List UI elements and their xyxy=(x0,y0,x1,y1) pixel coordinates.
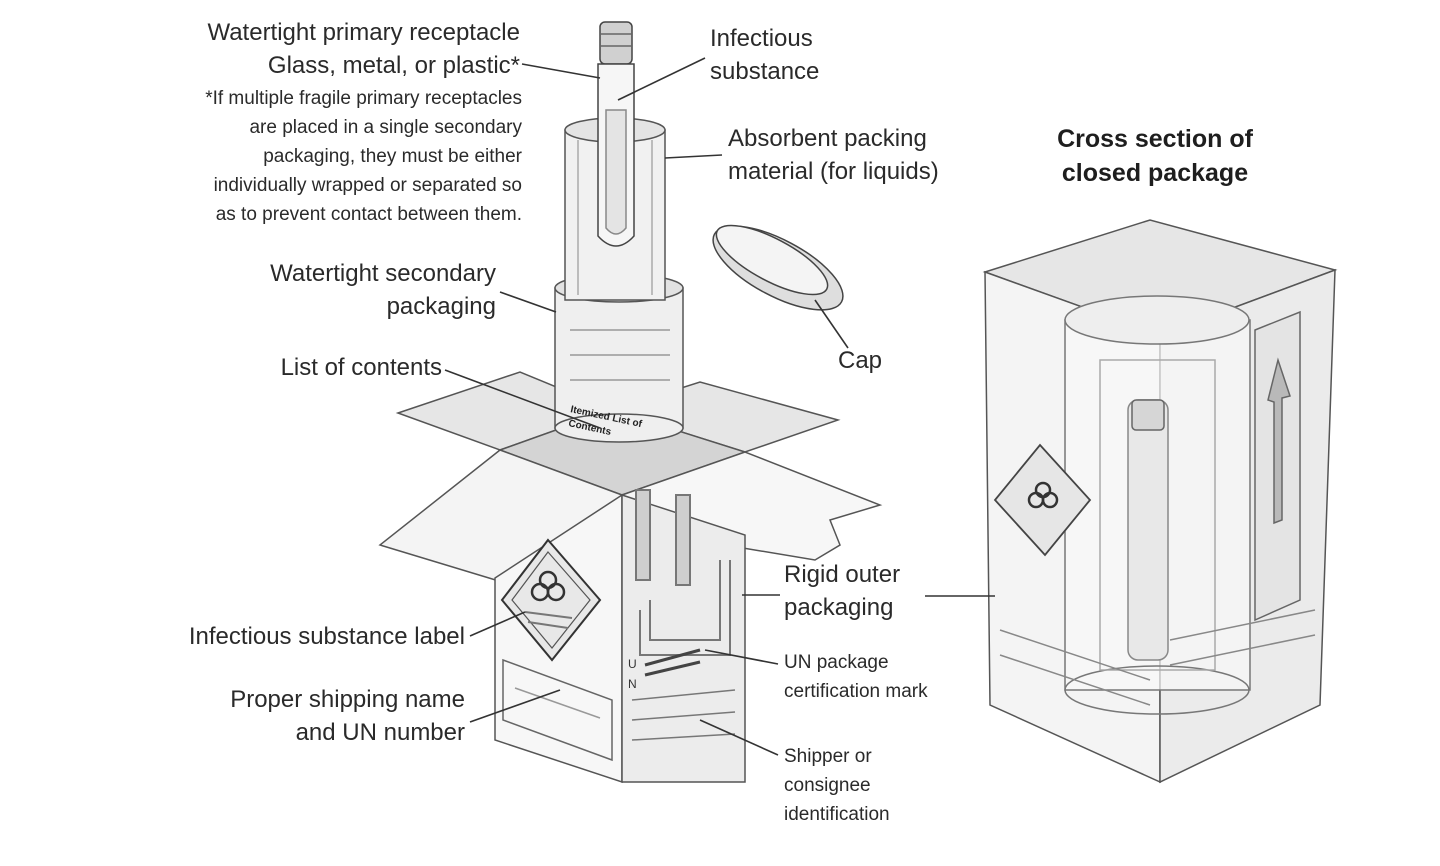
secondary-packaging-label: Watertight secondary packaging xyxy=(270,260,496,320)
infectious-label-caption: Infectious substance label xyxy=(188,623,465,650)
list-of-contents-label: List of contents xyxy=(280,354,442,381)
primary-receptacle-tube xyxy=(597,21,635,247)
cap-label: Cap xyxy=(838,347,883,374)
infectious-substance-label-text: Infectious substance xyxy=(710,25,820,85)
absorbent-material-label: Absorbent packing material (for liquids) xyxy=(728,125,939,185)
leader-lines xyxy=(444,57,995,756)
cross-section-cylinder xyxy=(1064,295,1251,715)
shipping-name-label: Proper shipping name and UN number xyxy=(230,686,465,746)
un-certification-mark-label: UN package certification mark xyxy=(784,652,928,702)
cap-graphic xyxy=(712,224,844,311)
cross-section-bottom-lines xyxy=(999,609,1316,706)
svg-text:U: U xyxy=(628,657,637,671)
infectious-substance-label-graphic xyxy=(500,538,602,662)
cross-section-label-diamond xyxy=(993,443,1092,557)
shipping-name-panel xyxy=(502,658,613,762)
svg-text:N: N xyxy=(628,677,637,691)
rigid-outer-packaging-label: Rigid outer packaging xyxy=(784,561,901,621)
shipper-identification-label: Shipper or consignee identification xyxy=(784,746,890,825)
cross-section-arrow xyxy=(1254,310,1301,622)
un-mark-panel: U N xyxy=(628,648,736,741)
cross-section-title: Cross section of closed package xyxy=(1057,125,1253,187)
fragile-receptacle-footnote: *If multiple fragile primary receptacles… xyxy=(205,88,522,225)
primary-receptacle-label: Watertight primary receptacle Glass, met… xyxy=(207,19,520,79)
